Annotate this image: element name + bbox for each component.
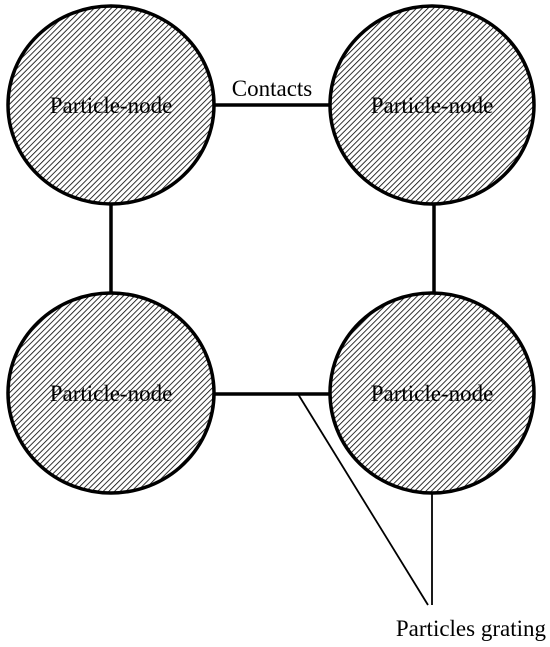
contact-lines	[109, 103, 436, 396]
contacts-label: Contacts	[232, 76, 313, 101]
particle-node-top-right: Particle-node	[328, 4, 536, 206]
particle-node-label: Particle-node	[371, 93, 494, 118]
particles-grating-label: Particles grating	[396, 616, 547, 641]
particle-node-label: Particle-node	[371, 381, 494, 406]
particle-node-top-left: Particle-node	[6, 4, 216, 206]
leader-line-to-contact	[297, 393, 429, 606]
particle-node-label: Particle-node	[50, 93, 173, 118]
particle-circle	[6, 291, 216, 495]
particle-circle	[328, 4, 536, 206]
particle-node-bottom-right: Particle-node	[328, 291, 536, 495]
particle-circle	[6, 4, 216, 206]
particle-node-label: Particle-node	[50, 381, 173, 406]
particle-node-bottom-left: Particle-node	[6, 291, 216, 495]
grating-leader-lines	[297, 393, 433, 606]
